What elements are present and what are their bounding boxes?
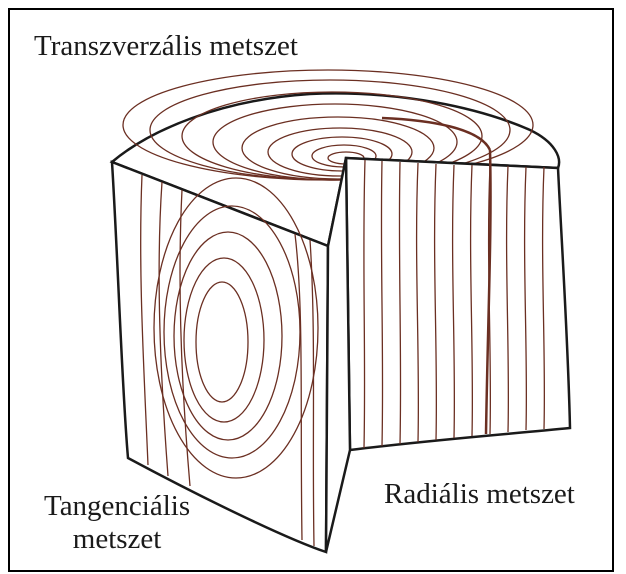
radial-section-label: Radiális metszet — [384, 478, 575, 511]
tangential-label-line1: Tangenciális — [44, 490, 190, 523]
tangential-section-label: Tangenciális metszet — [44, 490, 190, 557]
radial-face-outline — [346, 158, 570, 450]
transversal-section-label: Transzverzális metszet — [34, 30, 298, 63]
tangential-label-line2: metszet — [44, 523, 190, 556]
radial-face — [346, 150, 570, 450]
diagram-frame: Transzverzális metszet Radiális metszet … — [8, 8, 614, 572]
